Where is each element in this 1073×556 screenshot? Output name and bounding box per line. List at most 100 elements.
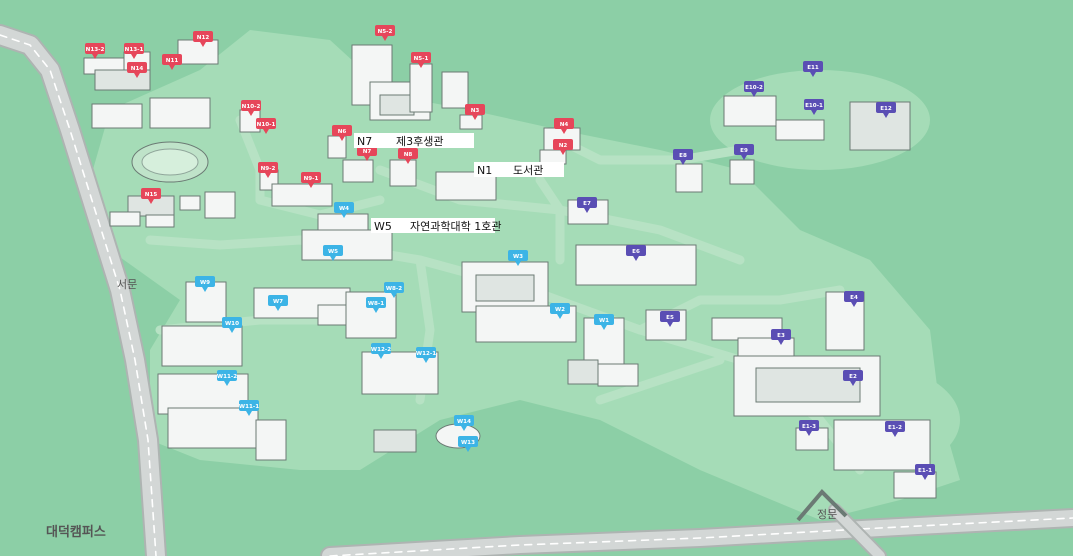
svg-text:N14: N14 <box>131 66 144 72</box>
svg-text:E8: E8 <box>679 153 687 159</box>
label-W5[interactable]: W5 자연과학대학 1호관 <box>371 218 501 233</box>
svg-text:E1-1: E1-1 <box>918 468 932 474</box>
svg-text:E5: E5 <box>666 315 674 321</box>
svg-text:E12: E12 <box>880 106 892 112</box>
marker-W9[interactable]: W9 <box>195 276 215 292</box>
marker-W11-2[interactable]: W11-2 <box>217 370 237 386</box>
svg-text:E7: E7 <box>583 201 591 207</box>
svg-text:W12-2: W12-2 <box>371 347 391 353</box>
marker-E9[interactable]: E9 <box>734 144 754 160</box>
marker-N15[interactable]: N15 <box>141 188 161 204</box>
marker-W8-1[interactable]: W8-1 <box>366 297 386 313</box>
label-N7[interactable]: N7 제3후생관 <box>354 133 474 148</box>
marker-E11[interactable]: E11 <box>803 61 823 77</box>
north-markers: N13-2 N13-1 N12 N11 N14 N5-2 N5-1 N10-2 … <box>85 25 574 204</box>
marker-E12[interactable]: E12 <box>876 102 896 118</box>
marker-W8-2[interactable]: W8-2 <box>384 282 404 298</box>
marker-N13-1[interactable]: N13-1 <box>124 43 144 59</box>
marker-N14[interactable]: N14 <box>127 62 147 78</box>
svg-text:W2: W2 <box>555 307 565 313</box>
svg-text:N10-1: N10-1 <box>257 122 276 128</box>
svg-text:W10: W10 <box>225 321 239 327</box>
marker-N8[interactable]: N8 <box>398 148 418 164</box>
svg-text:N3: N3 <box>471 108 480 114</box>
marker-E1-3[interactable]: E1-3 <box>799 420 819 436</box>
marker-E3[interactable]: E3 <box>771 329 791 345</box>
svg-text:W5: W5 <box>374 220 392 233</box>
marker-W1[interactable]: W1 <box>594 314 614 330</box>
svg-text:W1: W1 <box>599 318 609 324</box>
marker-E10-1[interactable]: E10-1 <box>804 99 824 115</box>
marker-N3[interactable]: N3 <box>465 104 485 120</box>
svg-text:N15: N15 <box>145 192 158 198</box>
marker-N6[interactable]: N6 <box>332 125 352 141</box>
svg-text:N8: N8 <box>404 152 413 158</box>
marker-E7[interactable]: E7 <box>577 197 597 213</box>
marker-W4[interactable]: W4 <box>334 202 354 218</box>
svg-text:W8-1: W8-1 <box>368 301 384 307</box>
svg-text:E1-2: E1-2 <box>888 425 902 431</box>
svg-text:W11-1: W11-1 <box>239 404 259 410</box>
marker-W10[interactable]: W10 <box>222 317 242 333</box>
marker-E1-2[interactable]: E1-2 <box>885 421 905 437</box>
svg-text:N5-1: N5-1 <box>414 56 429 62</box>
svg-text:N12: N12 <box>197 35 210 41</box>
campus-title: 대덕캠퍼스 <box>46 524 106 540</box>
svg-text:N11: N11 <box>166 58 179 64</box>
svg-text:N9-1: N9-1 <box>304 176 319 182</box>
svg-text:N1: N1 <box>477 164 492 177</box>
label-N1[interactable]: N1 도서관 <box>474 162 564 177</box>
perimeter-roads <box>0 24 1073 556</box>
svg-text:W9: W9 <box>200 280 210 286</box>
svg-text:N7: N7 <box>363 149 372 155</box>
marker-N2[interactable]: N2 <box>553 139 573 155</box>
marker-N11[interactable]: N11 <box>162 54 182 70</box>
marker-N9-2[interactable]: N9-2 <box>258 162 278 178</box>
marker-W3[interactable]: W3 <box>508 250 528 266</box>
svg-text:N4: N4 <box>560 122 569 128</box>
svg-text:W3: W3 <box>513 254 523 260</box>
marker-W2[interactable]: W2 <box>550 303 570 319</box>
svg-text:제3후생관: 제3후생관 <box>396 135 443 148</box>
marker-N12[interactable]: N12 <box>193 31 213 47</box>
marker-W11-1[interactable]: W11-1 <box>239 400 259 416</box>
marker-E2[interactable]: E2 <box>843 370 863 386</box>
marker-E1-1[interactable]: E1-1 <box>915 464 935 480</box>
svg-text:자연과학대학 1호관: 자연과학대학 1호관 <box>410 220 501 233</box>
svg-text:N6: N6 <box>338 129 347 135</box>
marker-W7[interactable]: W7 <box>268 295 288 311</box>
marker-W5[interactable]: W5 <box>323 245 343 261</box>
svg-text:N5-2: N5-2 <box>378 29 393 35</box>
marker-W14[interactable]: W14 <box>454 415 474 431</box>
marker-E4[interactable]: E4 <box>844 291 864 307</box>
marker-E10-2[interactable]: E10-2 <box>744 81 764 97</box>
marker-N10-2[interactable]: N10-2 <box>241 100 261 116</box>
marker-W12-2[interactable]: W12-2 <box>371 343 391 359</box>
marker-E5[interactable]: E5 <box>660 311 680 327</box>
marker-N5-2[interactable]: N5-2 <box>375 25 395 41</box>
marker-N4[interactable]: N4 <box>554 118 574 134</box>
svg-text:E3: E3 <box>777 333 785 339</box>
svg-text:W8-2: W8-2 <box>386 286 402 292</box>
marker-E8[interactable]: E8 <box>673 149 693 165</box>
marker-W12-1[interactable]: W12-1 <box>416 347 436 363</box>
svg-text:E1-3: E1-3 <box>802 424 816 430</box>
svg-text:E10-2: E10-2 <box>745 85 763 91</box>
marker-N10-1[interactable]: N10-1 <box>256 118 276 134</box>
svg-text:E11: E11 <box>807 65 819 71</box>
marker-N13-2[interactable]: N13-2 <box>85 43 105 59</box>
svg-text:도서관: 도서관 <box>513 164 543 177</box>
marker-W13[interactable]: W13 <box>458 436 478 452</box>
buildings <box>83 39 937 522</box>
svg-text:E4: E4 <box>850 295 858 301</box>
svg-text:W12-1: W12-1 <box>416 351 436 357</box>
svg-text:N10-2: N10-2 <box>242 104 261 110</box>
marker-N9-1[interactable]: N9-1 <box>301 172 321 188</box>
svg-text:E9: E9 <box>740 148 748 154</box>
svg-text:N13-1: N13-1 <box>125 47 144 53</box>
marker-N5-1[interactable]: N5-1 <box>411 52 431 68</box>
west-gate-label: 서문 <box>117 278 137 291</box>
svg-text:N9-2: N9-2 <box>261 166 276 172</box>
marker-E6[interactable]: E6 <box>626 245 646 261</box>
svg-text:W11-2: W11-2 <box>217 374 237 380</box>
